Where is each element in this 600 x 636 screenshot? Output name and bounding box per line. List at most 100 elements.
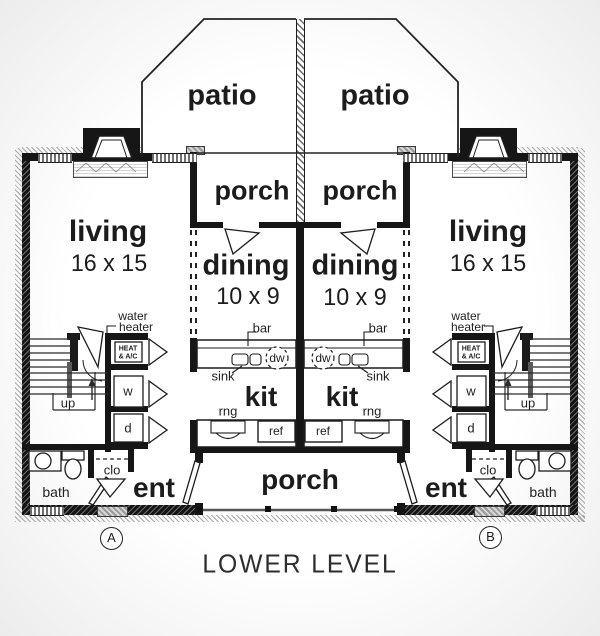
room-label-patio-b: patio — [340, 79, 410, 112]
stairs-up-label-a: up — [60, 395, 76, 411]
patio-outline — [141, 18, 459, 157]
plan-title: LOWER LEVEL — [202, 548, 398, 579]
porch-open-edge — [197, 506, 400, 512]
patio-divider-wall — [296, 19, 305, 228]
leader-sink-a — [231, 365, 243, 374]
wall-hatch-bottom — [15, 515, 585, 522]
dining-open-edge-a — [195, 230, 197, 338]
refrigerator-label-a: ref — [268, 424, 284, 438]
door-dryer-b — [431, 415, 452, 445]
kit-end-wall-b — [403, 420, 410, 452]
porch-side-wall-b — [403, 152, 410, 228]
closet-shelf-wall-a — [105, 406, 148, 412]
bar-label-b: bar — [368, 320, 388, 336]
heat-ac-label-b: & A/C — [461, 353, 481, 361]
window-bath-a — [30, 506, 64, 516]
range-label-a: rng — [218, 403, 238, 419]
room-dim-dining-a: 10 x 9 — [216, 283, 280, 310]
door-clo-a — [95, 478, 127, 499]
room-label-clo-a: clo — [103, 462, 121, 478]
room-dim-living-a: 16 x 15 — [70, 250, 148, 277]
door-hall-b — [496, 326, 524, 370]
room-label-clo-b: clo — [479, 462, 497, 478]
window-front-b1 — [528, 153, 562, 163]
range-label-b: rng — [362, 403, 382, 419]
window-front-a1 — [38, 153, 72, 163]
heat-ac-label-b: HEAT — [461, 345, 481, 353]
unit-marker-a: A — [100, 527, 123, 550]
heat-ac-label-a: & A/C — [118, 353, 138, 361]
room-dim-dining-b: 10 x 9 — [323, 284, 387, 311]
entry-stoop-a — [97, 506, 128, 517]
dishwasher-label-b: dw — [315, 351, 331, 365]
sink-label-a: sink — [211, 368, 235, 384]
side-wall-left — [22, 153, 30, 515]
door-opening-dining-a — [223, 222, 259, 228]
stairs-b — [492, 333, 572, 411]
door-washer-a — [148, 379, 169, 409]
party-wall — [296, 228, 304, 452]
leader-water-heater-b — [484, 325, 494, 337]
entry-stoop-b — [474, 506, 505, 517]
wall-hatch-top-left — [22, 147, 142, 153]
door-porch-b — [399, 460, 418, 505]
clo-wall-a — [128, 444, 134, 472]
unit-marker-b: B — [479, 526, 502, 549]
leader-water-heater-a — [106, 325, 116, 337]
bar-label-a: bar — [252, 320, 272, 336]
room-label-bath-a: bath — [42, 484, 70, 500]
water-heater-label-b: water — [451, 309, 481, 323]
bath-wall-a — [22, 444, 134, 450]
window-front-b2 — [403, 153, 448, 163]
side-wall-right — [570, 153, 578, 515]
room-label-porch-main: porch — [261, 464, 339, 495]
dishwasher-label-a: dw — [269, 351, 285, 365]
water-heater-label-a: heater — [118, 320, 154, 334]
fireplace-hearth-a — [73, 161, 148, 178]
room-label-living-a: living — [68, 215, 148, 248]
dining-open-edge-b — [403, 230, 405, 338]
door-heat-a — [148, 337, 169, 367]
closet-wall-b — [489, 333, 495, 452]
bath-divider-b — [506, 444, 512, 478]
bath-divider-a — [88, 444, 94, 478]
kitchen-back-wall — [190, 447, 410, 453]
washer-label-b: w — [466, 383, 476, 399]
room-label-dining-a: dining — [202, 249, 290, 282]
room-label-kit-b: kit — [325, 381, 359, 412]
door-washer-b — [431, 379, 452, 409]
sink-label-b: sink — [366, 368, 390, 384]
porch-side-wall-a — [190, 152, 197, 228]
dining-open-edge-a — [190, 230, 192, 338]
porch-back-wall — [190, 222, 410, 228]
clo-wall-b — [466, 444, 472, 472]
kitchen-counter-b — [303, 419, 404, 448]
wall-hatch-left — [15, 148, 22, 522]
room-label-patio-a: patio — [187, 79, 257, 112]
door-opening-dining-b — [341, 222, 377, 228]
room-label-ent-a: ent — [133, 472, 175, 503]
bar-counter-a — [196, 339, 297, 370]
door-opening-porch-a — [195, 463, 203, 503]
door-dryer-a — [148, 415, 169, 445]
room-label-living-b: living — [448, 215, 528, 248]
window-bath-b — [536, 506, 570, 516]
corridor-wall-b — [452, 333, 495, 340]
door-hall-a — [76, 326, 104, 370]
bar-end-wall-b — [403, 338, 410, 372]
bath-wall-b — [466, 444, 578, 450]
bar-end-wall-a — [190, 338, 197, 372]
utility-boxes-a — [113, 341, 144, 443]
bath-fixtures-a — [28, 450, 85, 480]
heat-ac-label-a: HEAT — [118, 345, 138, 353]
fireplace-hearth-b — [452, 161, 527, 178]
leader-bar-b — [363, 331, 372, 346]
room-dim-living-b: 16 x 15 — [449, 250, 527, 277]
room-label-dining-b: dining — [311, 249, 399, 282]
room-label-porch-b: porch — [322, 175, 398, 206]
door-swings — [76, 228, 524, 506]
fireplace-firebox-b — [463, 135, 525, 173]
bar-counter-b — [303, 339, 404, 370]
door-heat-b — [431, 337, 452, 367]
